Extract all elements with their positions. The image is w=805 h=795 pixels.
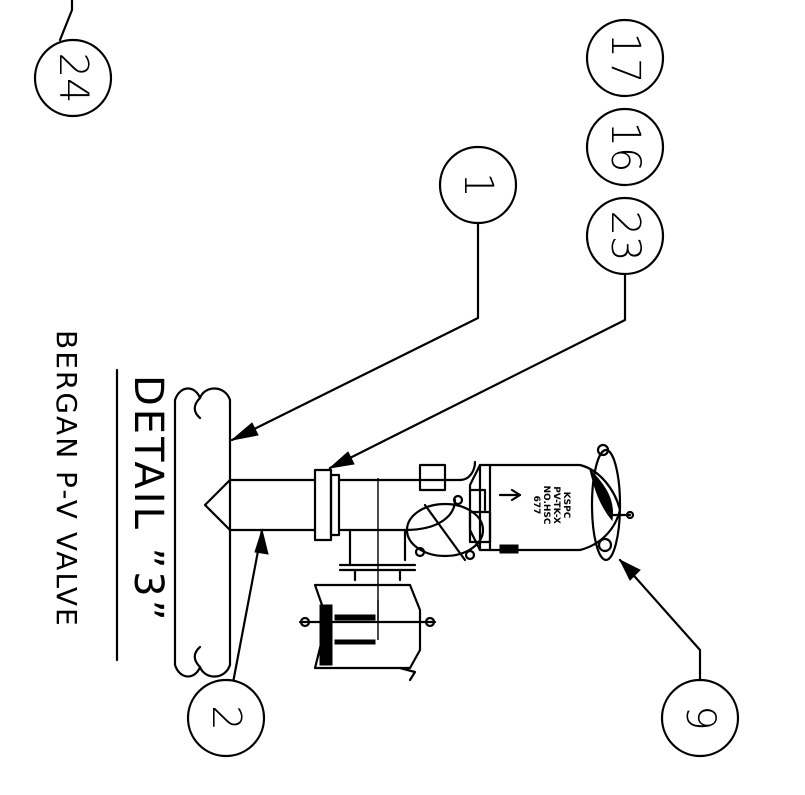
nameplate-line4: 677 <box>531 496 541 515</box>
leader-lines <box>58 0 702 690</box>
detail-title: DETAIL ”3” <box>125 375 171 623</box>
callout-23: 23 <box>585 196 665 276</box>
callout-9: 9 <box>660 678 740 758</box>
svg-text:2: 2 <box>203 705 249 730</box>
lower-vent <box>298 583 437 682</box>
nozzle <box>203 468 341 542</box>
detail-subtitle: BERGAN P-V VALVE <box>50 330 83 628</box>
leader-24 <box>58 0 74 42</box>
callout-2: 2 <box>186 678 266 758</box>
callout-17: 17 <box>585 18 665 98</box>
leader-23 <box>328 273 627 470</box>
nameplate-line3: NO.HSC <box>541 485 551 524</box>
leader-9 <box>618 558 702 687</box>
leader-2 <box>230 528 264 690</box>
svg-text:1: 1 <box>455 172 501 197</box>
title-block: DETAIL ”3” BERGAN P-V VALVE <box>50 330 171 662</box>
nameplate-line1: KSPC <box>561 492 571 519</box>
svg-text:17: 17 <box>602 33 648 84</box>
tee-body <box>337 463 447 620</box>
nameplate-line2: PV-TK-X <box>551 486 561 524</box>
main-pipe <box>173 387 232 678</box>
leader-1 <box>230 220 480 442</box>
callout-16: 16 <box>585 107 665 187</box>
callout-24: 24 <box>33 38 113 118</box>
svg-text:9: 9 <box>677 705 723 730</box>
elbow <box>403 460 485 562</box>
upper-vent-head: KSPC PV-TK-X NO.HSC 677 <box>468 443 635 562</box>
svg-text:23: 23 <box>602 211 648 262</box>
svg-text:24: 24 <box>50 53 96 104</box>
svg-text:16: 16 <box>602 122 648 173</box>
callout-1: 1 <box>438 145 518 225</box>
